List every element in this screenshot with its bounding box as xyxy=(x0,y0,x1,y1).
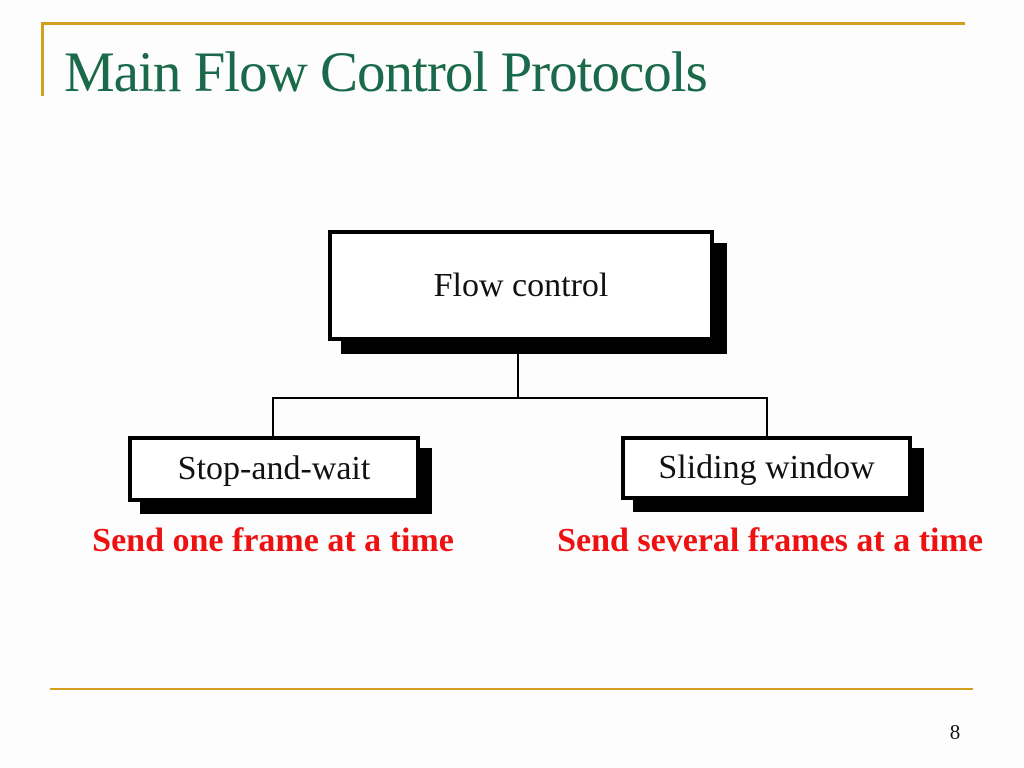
connector-root-drop xyxy=(517,354,519,398)
diagram-node-flow-control: Flow control xyxy=(328,230,714,341)
node-label-flow-control: Flow control xyxy=(433,266,609,304)
connector-horizontal xyxy=(272,397,768,399)
node-label-sliding-window: Sliding window xyxy=(658,449,875,486)
caption-stop-and-wait: Send one frame at a time xyxy=(92,522,454,559)
accent-line-top xyxy=(43,22,965,25)
page-number: 8 xyxy=(949,720,961,744)
caption-sliding-window: Send several frames at a time xyxy=(557,522,983,559)
accent-line-bottom xyxy=(50,688,973,690)
slide-title: Main Flow Control Protocols xyxy=(64,41,708,104)
diagram-node-sliding-window: Sliding window xyxy=(621,436,912,500)
accent-line-left xyxy=(41,22,44,96)
connector-right-drop xyxy=(766,398,768,437)
diagram-node-stop-and-wait: Stop-and-wait xyxy=(128,436,420,502)
connector-left-drop xyxy=(272,398,274,436)
node-label-stop-and-wait: Stop-and-wait xyxy=(177,450,371,487)
